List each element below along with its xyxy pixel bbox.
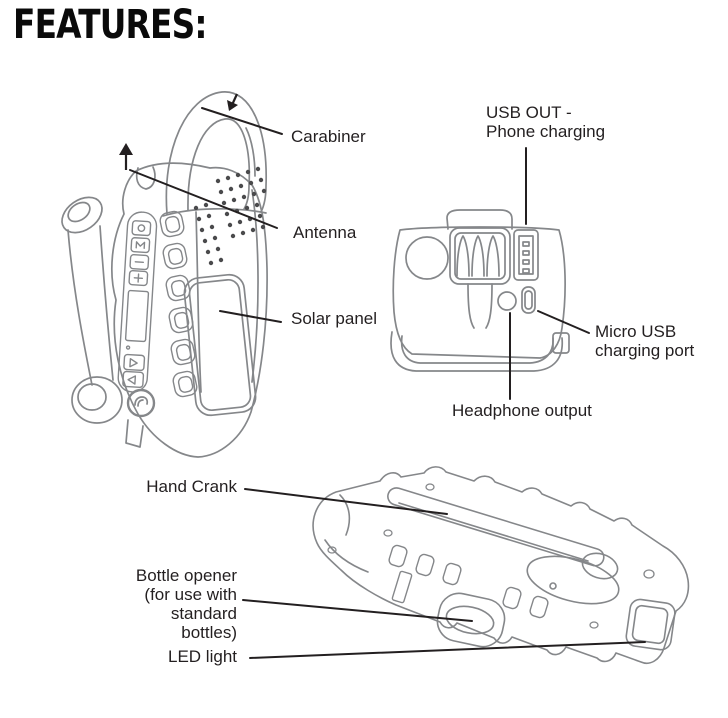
back-button [122,370,145,389]
mode-button [130,237,151,254]
leader-led [249,641,646,659]
radio-body-contour [251,189,259,383]
main-power-button [126,388,156,418]
crank-tab [446,209,513,230]
leader-solar [219,310,282,323]
volume-up-button [128,269,149,287]
antenna-nub [135,166,156,190]
base-stand [390,331,570,372]
usb-out-label: USB OUT - Phone charging [486,103,606,141]
main-power-button-logo [134,396,149,407]
lens-circle [405,236,449,280]
leader-bottle [242,599,473,622]
indicator-dot [125,345,131,350]
radio-center-rib [195,211,202,393]
plus-icon [133,273,144,283]
antenna-label: Antenna [293,223,357,242]
play-button [123,353,146,372]
headphone-jack [497,291,517,311]
radio-bottom-illustration [390,209,570,372]
page-title: FEATURES: [13,2,208,48]
led-light-panel [625,598,676,651]
mode-button-icon [135,241,146,250]
direction-arrows [119,93,239,170]
underside-grip-pads [388,544,549,619]
crank-recess [449,227,511,329]
leader-micro-usb [537,310,590,334]
play-icon [129,358,138,368]
radio-front-illustration [61,91,268,458]
leader-antenna [129,169,278,229]
radio-underside-illustration [312,466,690,664]
usb-out-port [513,229,539,281]
leader-lines [129,107,646,659]
leader-hand-crank [244,488,448,515]
left-nose-contours [324,494,369,573]
headphone-output-label: Headphone output [452,401,592,420]
back-icon [127,375,137,385]
micro-usb-port [521,286,536,314]
carabiner-label: Carabiner [291,127,366,146]
hand-crank-label: Hand Crank [146,477,237,496]
side-crank-handle [61,196,144,448]
solar-panel-label: Solar panel [291,309,378,328]
power-button [131,220,152,237]
bottom-body-outline [392,226,566,359]
volume-down-button [129,254,150,271]
side-button-strip [117,211,158,393]
leader-carabiner [201,107,283,135]
power-button-icon [137,224,146,233]
bottle-opener-recess [436,592,506,648]
carabiner-loop [162,91,267,217]
micro-usb-label: Micro USB charging port [595,322,695,360]
display-screen [124,289,150,343]
screw-holes [327,483,655,629]
bottle-opener-label: Bottle opener (for use with standard bot… [135,566,237,642]
solar-panel [183,273,257,417]
led-light-label: LED light [168,647,237,666]
